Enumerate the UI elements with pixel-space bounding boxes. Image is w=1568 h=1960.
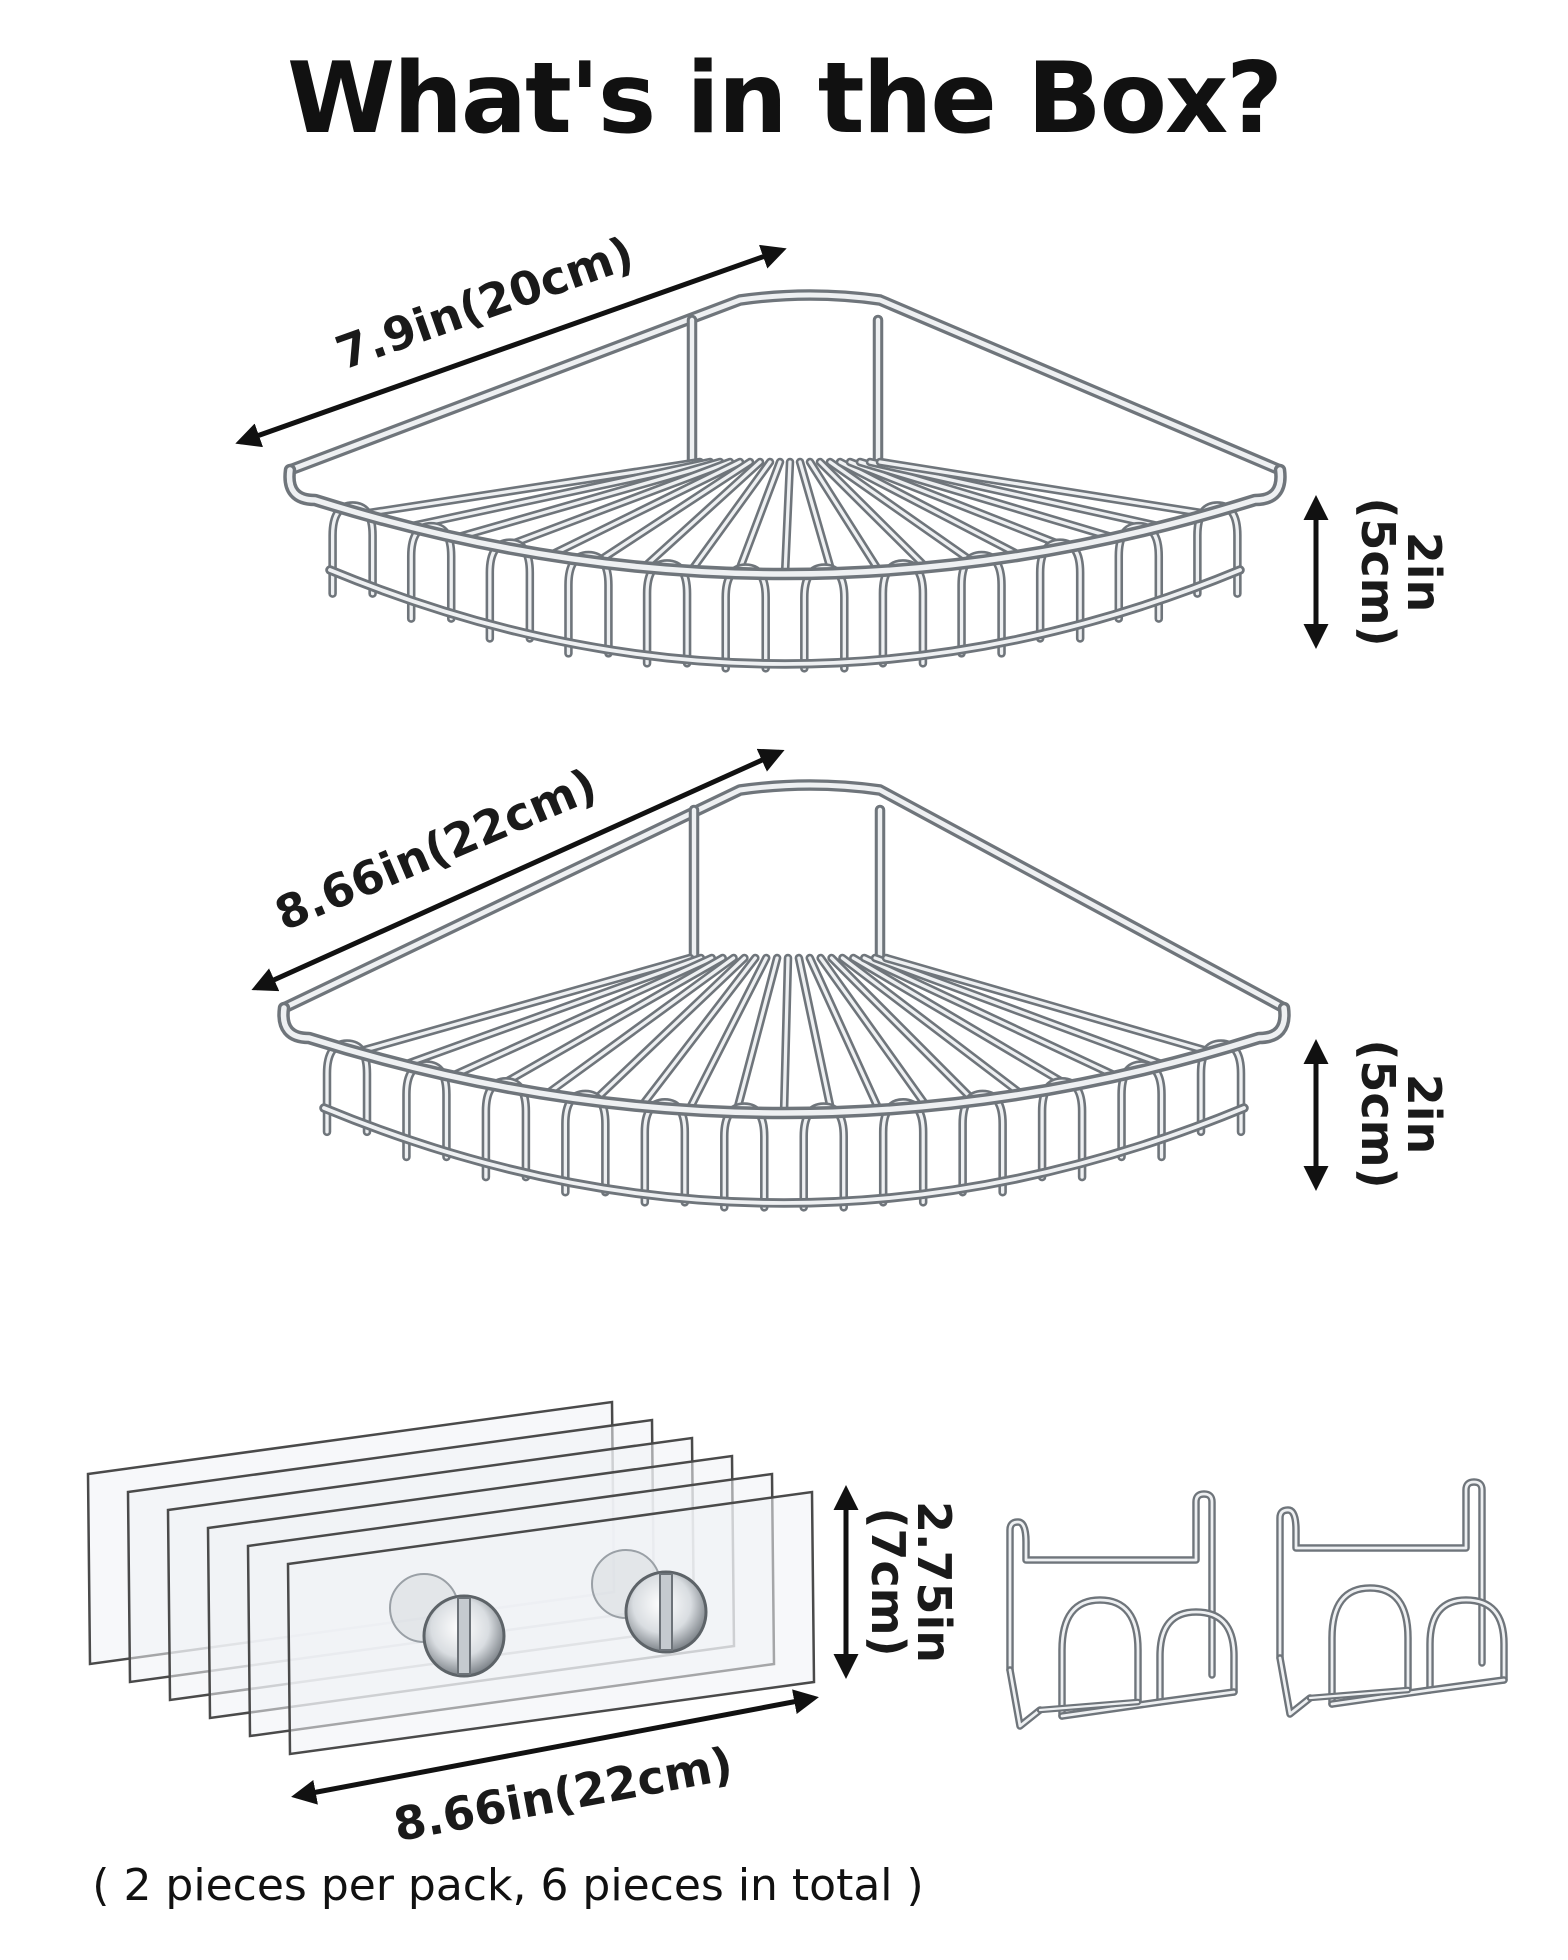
corner-shelf-small: 7.9in(20cm) 2in (5cm) [235,226,1451,673]
width-arrow [251,748,785,992]
width-arrow [235,244,787,448]
adhesive-pad-stack [86,1400,816,1756]
page-title: What's in the Box? [287,42,1281,156]
mounting-hook [1006,1490,1238,1730]
corner-shelf-large: 8.66in(22cm) 2in (5cm) [251,748,1451,1212]
height-label-in: 2in [1397,532,1451,613]
height-label-in: 2.75in [907,1501,961,1663]
shelf-wire-basket [277,779,1291,1212]
adhesive-pads: 2.75in (7cm) 8.66in(22cm) ( 2 pieces per… [86,1400,961,1911]
height-label-cm: (7cm) [861,1507,915,1656]
width-label: 8.66in(22cm) [389,1736,736,1852]
width-label: 8.66in(22cm) [267,757,604,941]
width-arrow [291,1689,819,1805]
pack-note: ( 2 pieces per pack, 6 pieces in total ) [92,1860,923,1911]
height-label-cm: (5cm) [1351,1039,1405,1188]
mounting-hooks [1006,1478,1508,1730]
shelf-wire-basket [283,289,1287,673]
height-label-cm: (5cm) [1351,497,1405,646]
mounting-hook [1276,1478,1508,1718]
height-label-in: 2in [1397,1074,1451,1155]
